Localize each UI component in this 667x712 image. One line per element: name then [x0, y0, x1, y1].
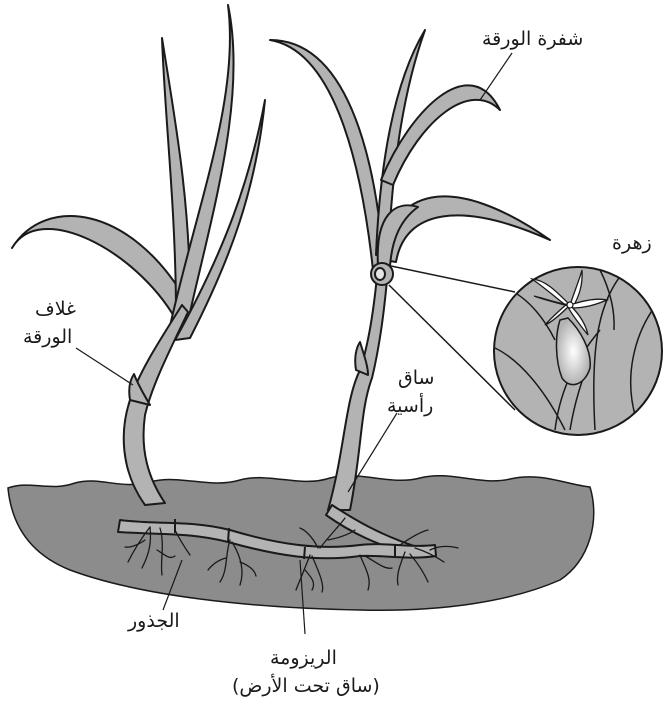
vertical-stem: [328, 265, 388, 510]
label-roots: الجذور: [128, 608, 180, 635]
label-leaf-blade: شفرة الورقة: [482, 26, 583, 53]
label-leaf-sheath-line2: الورقة: [23, 324, 72, 351]
label-vertical-stem-line1: ساق: [398, 365, 434, 392]
magnified-flower-view: [494, 267, 662, 435]
label-rhizome-note: (ساق تحت الأرض): [232, 673, 380, 700]
label-vertical-stem-line2: رأسية: [387, 393, 433, 420]
label-flower: زهرة: [612, 230, 652, 257]
label-leaf-sheath-line1: غلاف: [35, 296, 76, 323]
soil: [8, 476, 594, 611]
label-rhizome: الريزومة: [270, 645, 337, 672]
leaf-blade: [270, 40, 384, 270]
